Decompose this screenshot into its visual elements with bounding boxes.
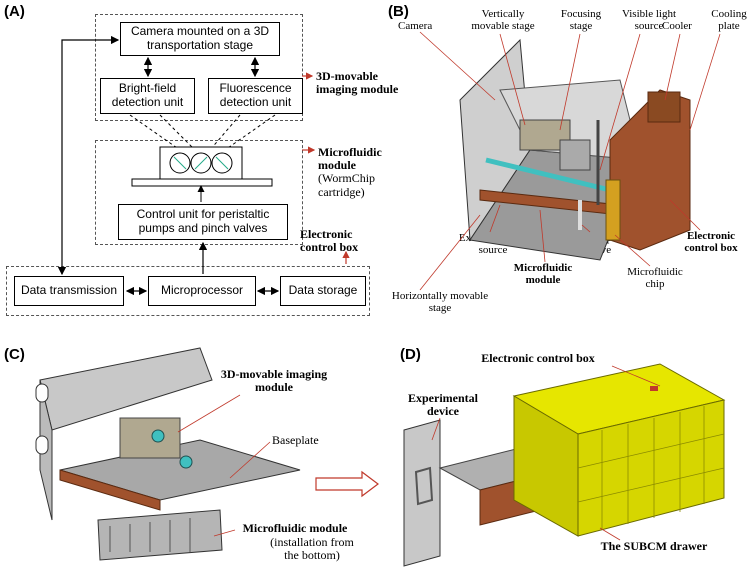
callout-focusing-stage: Focusing stage bbox=[560, 8, 602, 33]
callout-vertical-stage: Vertically movable stage bbox=[471, 8, 535, 33]
microfluidic-module-label: Microfluidic module (WormChip cartridge) bbox=[318, 145, 388, 199]
callout-camera: Camera bbox=[398, 20, 433, 32]
panel-b-apparatus bbox=[459, 38, 691, 261]
callout-experimental-device: Experimental device bbox=[408, 391, 478, 419]
microprocessor-box: Microprocessor bbox=[148, 276, 256, 306]
panel-a-connectors bbox=[57, 35, 280, 296]
callout-imaging-module: 3D-movable imaging module bbox=[220, 367, 328, 395]
panel-d-label: (D) bbox=[400, 346, 421, 363]
fluorescence-box: Fluorescence detection unit bbox=[208, 78, 303, 114]
transition-arrow bbox=[315, 470, 379, 498]
callout-drawer: The SUBCM drawer bbox=[600, 539, 708, 553]
callout-microfluidic-module: Microfluidic module bbox=[513, 262, 573, 287]
callout-electronic-box: Electronic control box bbox=[684, 230, 738, 255]
panel-b-leader-lines bbox=[419, 31, 721, 291]
wormchip-cartridge bbox=[131, 146, 273, 202]
callout-installation: (installation from the bottom) bbox=[270, 535, 354, 563]
electronic-box-label: Electronic control box bbox=[300, 227, 359, 255]
panel-a-label: (A) bbox=[4, 3, 25, 20]
callout-cooling-plate: Cooling plate bbox=[711, 8, 747, 33]
panel-c-label: (C) bbox=[4, 346, 25, 363]
electronic-box-frame bbox=[6, 266, 370, 316]
callout-baseplate: Baseplate bbox=[272, 433, 319, 447]
camera-box: Camera mounted on a 3D transportation st… bbox=[120, 22, 280, 56]
panel-c-apparatus bbox=[35, 347, 301, 561]
data-storage-box: Data storage bbox=[280, 276, 366, 306]
panel-c-leader-lines bbox=[177, 394, 271, 537]
panel-a-red-arrows bbox=[302, 72, 350, 264]
callout-visible-light: Visible light source bbox=[621, 8, 677, 33]
callout-microfluidic-module-c: Microfluidic module bbox=[242, 521, 348, 535]
panel-a-light-paths bbox=[129, 114, 276, 151]
panel-b-label: (B) bbox=[388, 3, 409, 20]
panel-d-leader-lines bbox=[431, 365, 661, 541]
imaging-module-label: 3D-movable imaging module bbox=[316, 69, 399, 97]
data-transmission-box: Data transmission bbox=[14, 276, 124, 306]
callout-microfluidic-chip: Microfluidic chip bbox=[627, 266, 683, 291]
microfluidic-module-sublabel: (WormChip cartridge) bbox=[318, 171, 376, 199]
callout-electronic-box-d: Electronic control box bbox=[481, 351, 595, 365]
panel-d-apparatus bbox=[403, 363, 726, 567]
callout-horizontal-stage: Horizontally movable stage bbox=[391, 290, 489, 315]
control-unit-box: Control unit for peristaltic pumps and p… bbox=[118, 204, 288, 240]
callout-cooler: Cooler bbox=[662, 20, 692, 32]
